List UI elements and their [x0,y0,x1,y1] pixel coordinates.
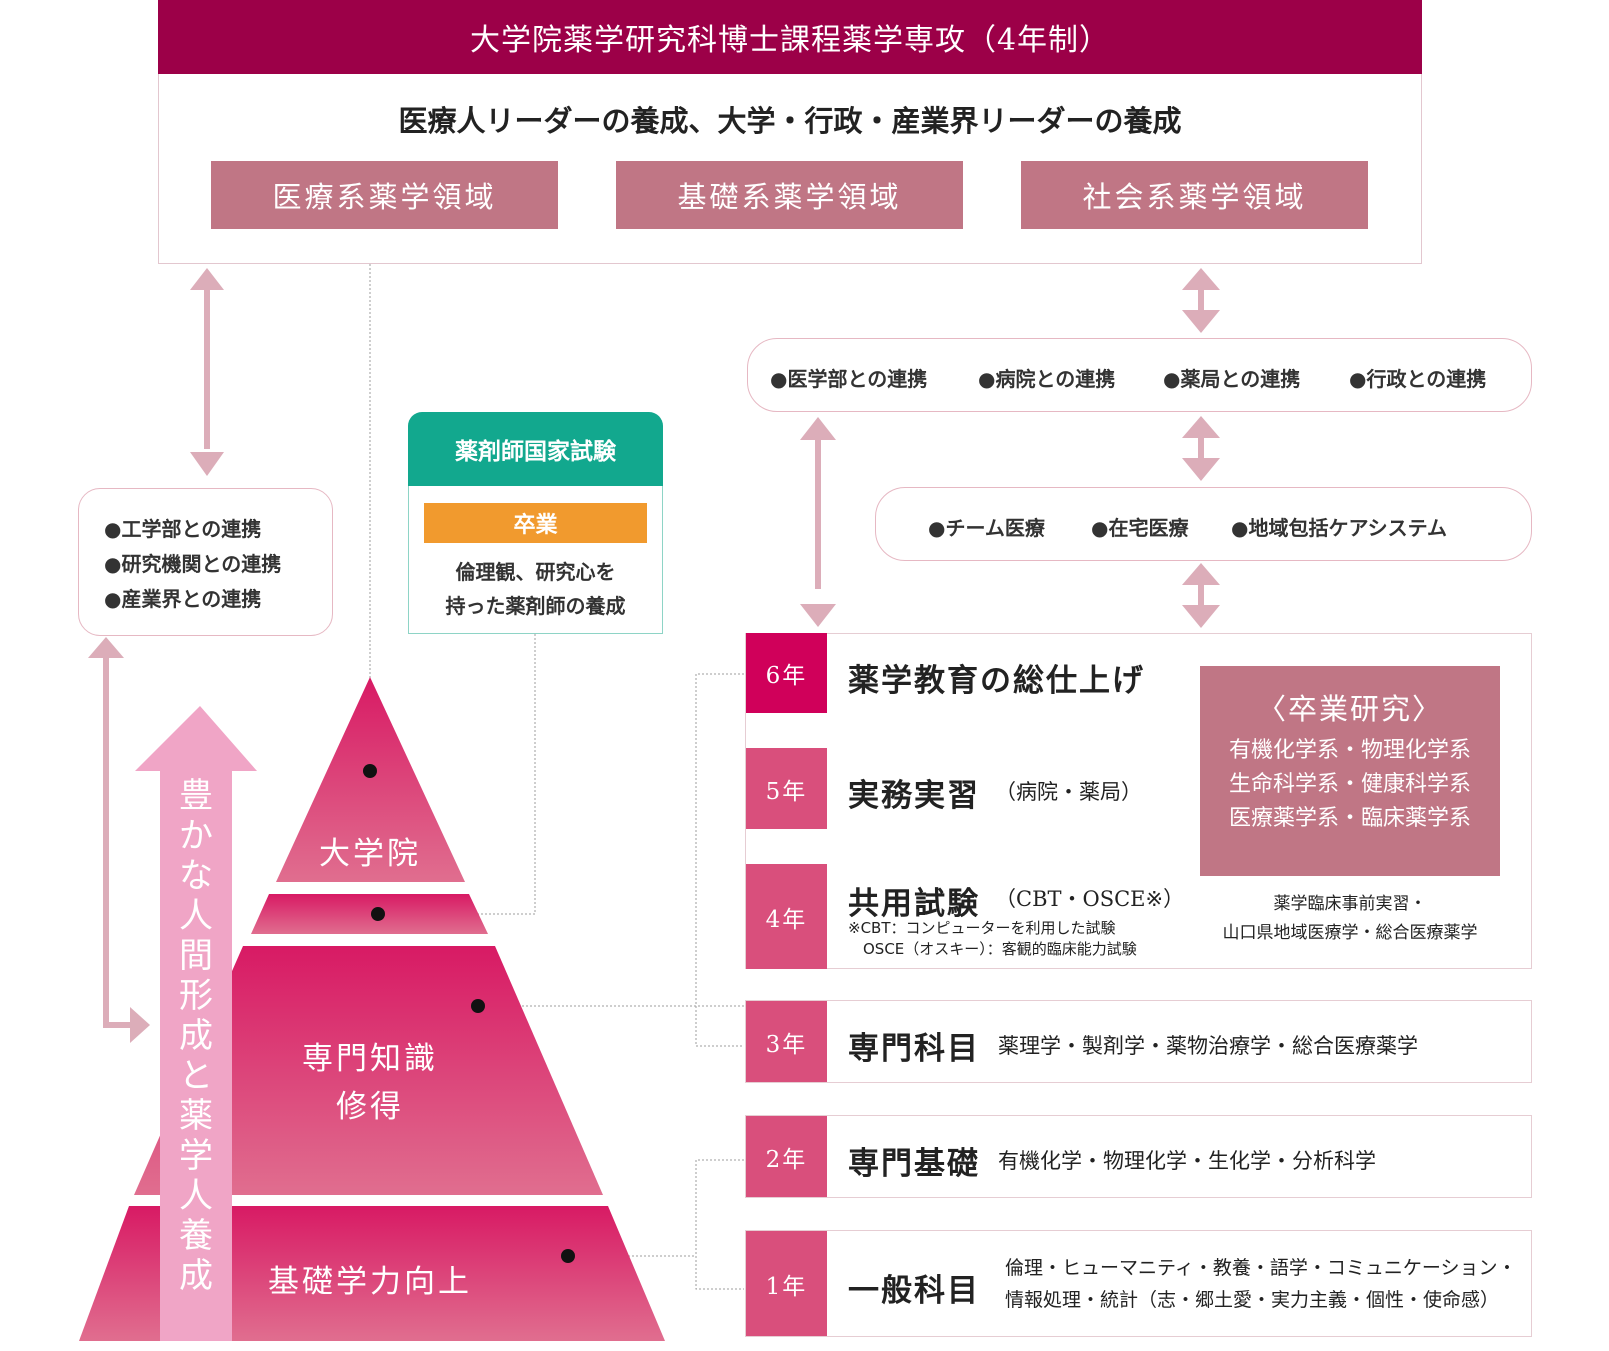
year-3-detail: 薬理学・製剤学・薬物治療学・総合医療薬学 [998,1034,1418,1058]
pharmacist-training-line1: 倫理観、研究心を [455,560,616,584]
program-subtitle: 医療人リーダーの養成、大学・行政・産業界リーダーの養成 [398,104,1182,138]
pre-practice-line1: 薬学臨床事前実習・ [1273,894,1427,914]
pyramid-label-basics: 基礎学力向上 [268,1264,472,1300]
year-2-label: 2年 [746,1116,827,1197]
year-4-label: 4年 [746,864,827,969]
coop-government: ●行政との連携 [1349,367,1487,391]
pyramid-top [276,677,465,882]
domain-social: 社会系薬学領域 [1021,161,1368,229]
pre-practice-line2: 山口県地域医療学・総合医療薬学 [1222,923,1478,943]
year-1-detail-line1: 倫理・ヒューマニティ・教養・語学・コミュニケーション・ [1005,1257,1517,1279]
coop-community-care: ●地域包括ケアシステム [1231,516,1448,540]
coop-medicine: ●医学部との連携 [770,367,928,391]
graduation-research-box: 〈卒業研究〉 有機化学系・物理化学系 生命科学系・健康科学系 医療薬学系・臨床薬… [1200,666,1500,876]
program-panel [158,74,1422,264]
cooperation-right-mid-box [875,487,1532,561]
double-arrow-right-mid [1182,416,1220,481]
pharmacist-training-desc: 倫理観、研究心を 持った薬剤師の養成 [408,555,663,623]
domain-basic: 基礎系薬学領域 [616,161,963,229]
graduation-badge: 卒業 [424,503,647,543]
national-exam-title: 薬剤師国家試験 [455,439,616,465]
year-6-label: 6年 [746,633,827,713]
domain-medical: 医療系薬学領域 [211,161,558,229]
pyramid-band [251,894,488,934]
pyramid-label-expertise-2: 修得 [336,1089,404,1125]
pyramid-label-expertise-1: 専門知識 [302,1041,438,1077]
pyramid-middle [134,946,603,1195]
double-arrow-left-top [190,268,224,476]
double-arrow-right-low [1182,563,1220,628]
connector-dots [363,764,575,1263]
year-3-box [745,1000,1532,1083]
coop-engineering: ●工学部との連携 [104,517,262,541]
year-1-title: 一般科目 [848,1273,980,1309]
connector-arrows [88,268,1220,1043]
national-exam-body [408,486,663,634]
year-3-label: 3年 [746,1001,827,1082]
double-arrow-right-top [1182,268,1220,333]
coop-industry: ●産業界との連携 [104,587,262,611]
year-5-detail: （病院・薬局） [995,780,1142,804]
year-4-note-cbt: ※CBT：コンピューターを利用した試験 [848,919,1116,937]
national-exam-header: 薬剤師国家試験 [408,412,663,486]
year-1-box [745,1230,1532,1337]
graduation-research-field-2: 生命科学系・健康科学系 [1228,772,1471,797]
year-3-title: 専門科目 [848,1031,980,1067]
cooperation-right-top-box [747,338,1532,412]
program-title-banner: 大学院薬学研究科博士課程薬学専攻（4年制） [158,0,1422,74]
year-4-note-osce: OSCE（オスキー）：客観的臨床能力試験 [863,940,1137,958]
year-4-detail: （CBT・OSCE※） [995,887,1185,911]
l-arrow-left [88,637,150,1043]
year-2-box [745,1115,1532,1198]
cooperation-left-box [78,488,333,636]
coop-research-institutions: ●研究機関との連携 [104,552,282,576]
year-1-label: 1年 [746,1231,827,1336]
year-5-label: 5年 [746,748,827,829]
graduation-research-field-1: 有機化学系・物理化学系 [1228,738,1471,763]
double-arrow-years [800,417,836,627]
coop-hospital: ●病院との連携 [978,367,1116,391]
coop-pharmacy: ●薬局との連携 [1163,367,1301,391]
program-title: 大学院薬学研究科博士課程薬学専攻（4年制） [469,23,1111,58]
year-6-title: 薬学教育の総仕上げ [848,663,1145,699]
coop-home-care: ●在宅医療 [1091,516,1189,540]
growth-arrow [135,706,257,1341]
year-5-title: 実務実習 [848,778,980,814]
year-1-detail-line2: 情報処理・統計（志・郷土愛・実力主義・個性・使命感） [1005,1289,1500,1311]
growth-arrow-text: 豊かな人間形成と薬学人養成 [179,776,213,1296]
coop-team-medicine: ●チーム医療 [928,516,1045,540]
pyramid-label-graduate: 大学院 [319,836,421,872]
graduation-research-field-3: 医療薬学系・臨床薬学系 [1228,806,1471,831]
year-2-detail: 有機化学・物理化学・生化学・分析科学 [998,1149,1376,1173]
year-4-title: 共用試験 [848,886,980,922]
pre-practice-text: 薬学臨床事前実習・ 山口県地域医療学・総合医療薬学 [1190,890,1510,948]
graduation-research-title: 〈卒業研究〉 [1256,692,1443,726]
pharmacist-training-line2: 持った薬剤師の養成 [445,594,626,618]
year-2-title: 専門基礎 [848,1146,980,1182]
